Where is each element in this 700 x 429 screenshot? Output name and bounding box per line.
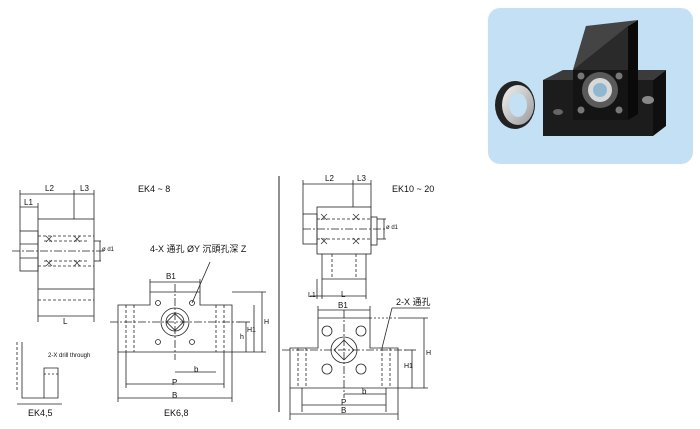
dim-p-ek1020: P <box>341 398 347 407</box>
dim-h-ek68: H <box>264 319 270 326</box>
ek1020-front-view <box>282 306 430 420</box>
dim-l2-ek1020: L2 <box>325 174 334 183</box>
dim-b-ek68: B <box>172 391 178 400</box>
ek45-title: EK4,5 <box>28 408 53 418</box>
counterbore-note: 4-X 通孔 ØY 沉頭孔深 Z <box>150 244 247 254</box>
dim-b-ek1020: B <box>341 406 347 415</box>
dim-l1-ek48: L1 <box>24 198 33 207</box>
ek1020-title: EK10 ~ 20 <box>392 184 435 194</box>
dim-h1-ek1020: H1 <box>404 363 413 370</box>
support-block-image <box>543 20 666 136</box>
dim-b-small-ek1020: b <box>362 387 367 396</box>
ek48-side-view <box>12 190 104 322</box>
dim-p-ek68: P <box>172 378 178 387</box>
ek68-front-view <box>110 261 266 402</box>
dim-d1-ek48: ø d1 <box>102 247 115 253</box>
dim-b1-ek1020: B1 <box>338 301 348 310</box>
dim-l2-ek48: L2 <box>45 184 54 193</box>
dim-l3-ek1020: L3 <box>357 174 366 183</box>
product-photo <box>488 8 693 164</box>
dim-l-ek48: L <box>63 317 68 326</box>
dim-l1-ek1020: L1 <box>308 292 316 299</box>
through-hole-note: 2-X 通孔 <box>396 297 431 307</box>
dim-h1-ek68: H1 <box>247 327 256 334</box>
dim-b-small-ek68: b <box>194 365 199 374</box>
ek1020-side-view <box>302 180 386 299</box>
ek45-profile <box>16 342 62 405</box>
ek68-title: EK6,8 <box>164 408 189 418</box>
dim-l-ek1020: L <box>341 290 346 299</box>
dim-h-ek1020: H <box>426 350 432 357</box>
dim-l3-ek48: L3 <box>80 184 89 193</box>
dim-d1-ek1020: ø d1 <box>386 225 399 231</box>
dim-h-small-ek68: h <box>240 334 244 341</box>
lock-nut-image <box>495 81 535 129</box>
drill-through-note: 2-X drill through <box>48 353 91 359</box>
dim-b1-ek68: B1 <box>166 272 176 281</box>
ek48-title: EK4 ~ 8 <box>138 184 171 194</box>
